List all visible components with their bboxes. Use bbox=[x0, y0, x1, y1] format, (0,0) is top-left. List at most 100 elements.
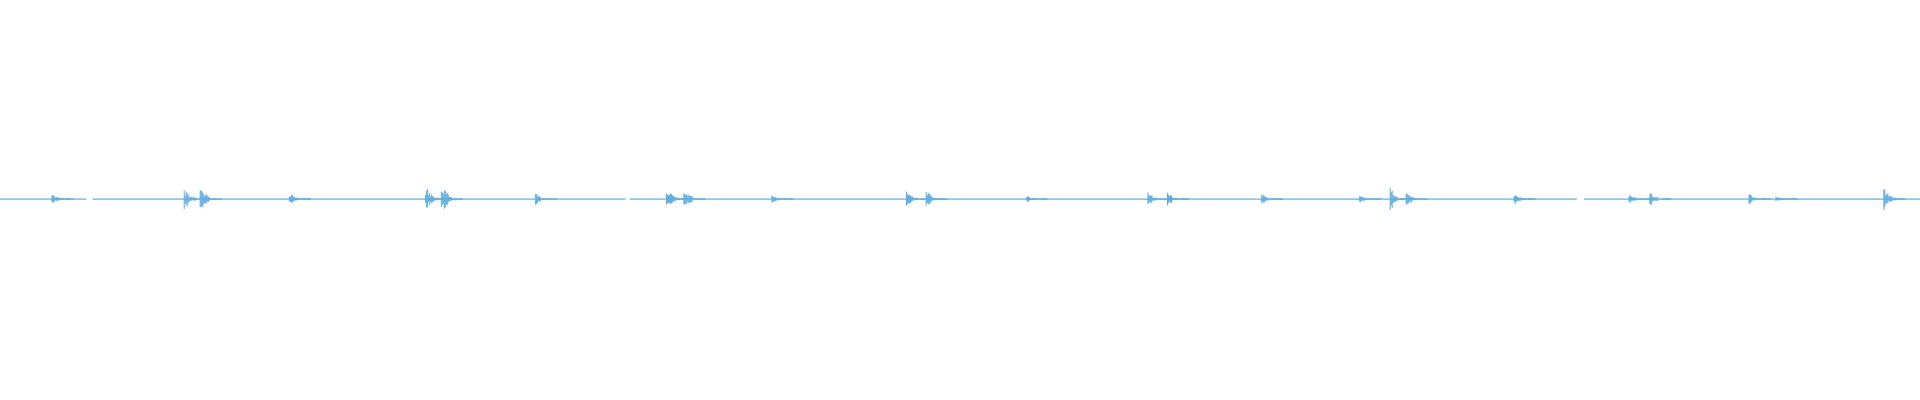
waveform-sample bbox=[697, 198, 699, 200]
waveform-sample bbox=[791, 198, 793, 200]
waveform-sample bbox=[1158, 198, 1160, 200]
waveform-burst bbox=[1748, 194, 1771, 204]
waveform-sample bbox=[1036, 198, 1038, 200]
waveform-sample bbox=[72, 198, 74, 200]
waveform-sample bbox=[925, 198, 927, 200]
waveform-sample bbox=[1787, 198, 1789, 200]
waveform-sample bbox=[187, 194, 189, 203]
waveform-sample bbox=[673, 196, 675, 202]
baseline-segment bbox=[886, 198, 1036, 200]
waveform-sample bbox=[1173, 198, 1175, 200]
waveform-sample bbox=[215, 198, 217, 200]
waveform-sample bbox=[1650, 193, 1652, 205]
waveform-sample bbox=[1426, 198, 1428, 200]
waveform-sample bbox=[220, 198, 222, 200]
waveform-sample bbox=[1151, 195, 1153, 203]
waveform-sample bbox=[59, 198, 61, 201]
waveform-sample bbox=[293, 197, 295, 201]
waveform-burst bbox=[1628, 194, 1651, 204]
waveform-sample bbox=[214, 198, 216, 200]
waveform-sample bbox=[549, 198, 551, 200]
baseline-segment bbox=[1660, 198, 1750, 200]
waveform-sample bbox=[1896, 198, 1898, 200]
waveform-sample bbox=[942, 198, 944, 200]
waveform-sample bbox=[63, 198, 65, 200]
waveform-sample bbox=[197, 198, 199, 200]
waveform-sample bbox=[1185, 198, 1187, 200]
waveform-sample bbox=[1662, 198, 1664, 200]
waveform-sample bbox=[1365, 198, 1367, 200]
waveform-sample bbox=[186, 193, 188, 207]
waveform-sample bbox=[1030, 198, 1032, 200]
waveform-sample bbox=[52, 195, 54, 203]
waveform-sample bbox=[918, 198, 920, 200]
waveform-sample bbox=[1371, 198, 1373, 200]
waveform-sample bbox=[928, 193, 930, 205]
waveform-sample bbox=[1277, 198, 1279, 200]
waveform-sample bbox=[185, 191, 187, 205]
waveform-sample bbox=[65, 198, 67, 200]
waveform-sample bbox=[923, 198, 925, 200]
waveform-sample bbox=[1166, 198, 1168, 200]
waveform-sample bbox=[1888, 196, 1890, 201]
waveform-sample bbox=[907, 193, 909, 205]
waveform-sample bbox=[1786, 198, 1788, 200]
waveform-sample bbox=[1631, 196, 1633, 201]
waveform-sample bbox=[437, 198, 439, 200]
waveform-sample bbox=[55, 197, 57, 201]
waveform-sample bbox=[551, 198, 553, 200]
waveform-sample bbox=[1411, 197, 1413, 201]
waveform-sample bbox=[452, 197, 454, 200]
waveform-sample bbox=[301, 198, 303, 200]
waveform-sample bbox=[289, 196, 291, 202]
waveform-sample bbox=[933, 197, 935, 201]
waveform-sample bbox=[1389, 187, 1391, 211]
waveform-sample bbox=[548, 198, 550, 200]
waveform-sample bbox=[448, 197, 450, 201]
waveform-sample bbox=[307, 198, 309, 200]
waveform-sample bbox=[1753, 197, 1755, 201]
baseline-segment bbox=[1040, 198, 1209, 200]
waveform-sample bbox=[449, 196, 451, 202]
waveform-sample bbox=[1360, 196, 1362, 203]
waveform-sample bbox=[1520, 197, 1522, 201]
waveform-sample bbox=[544, 198, 546, 200]
waveform-sample bbox=[1393, 196, 1395, 202]
waveform-sample bbox=[930, 195, 932, 202]
waveform-sample bbox=[434, 198, 436, 201]
waveform-burst bbox=[683, 193, 706, 205]
waveform-sample bbox=[1165, 198, 1167, 200]
waveform-sample bbox=[1522, 198, 1524, 200]
waveform-sample bbox=[1174, 197, 1176, 201]
waveform-sample bbox=[1175, 198, 1177, 201]
waveform-sample bbox=[68, 198, 70, 200]
waveform-sample bbox=[668, 195, 670, 204]
waveform-sample bbox=[206, 195, 208, 202]
waveform-sample bbox=[946, 198, 948, 200]
waveform-sample bbox=[191, 197, 193, 201]
waveform-sample bbox=[67, 198, 69, 200]
waveform-sample bbox=[305, 198, 307, 200]
waveform-sample bbox=[1640, 198, 1642, 200]
waveform-sample bbox=[1182, 198, 1184, 200]
waveform-sample bbox=[58, 197, 60, 201]
waveform-sample bbox=[929, 194, 931, 204]
waveform-sample bbox=[1392, 195, 1394, 204]
waveform-sample bbox=[1639, 198, 1641, 200]
waveform-sample bbox=[1781, 198, 1783, 200]
waveform-sample bbox=[677, 197, 679, 200]
waveform-sample bbox=[1893, 197, 1895, 201]
waveform-sample bbox=[1904, 198, 1906, 200]
waveform-sample bbox=[51, 195, 53, 203]
waveform-sample bbox=[428, 192, 430, 206]
waveform-sample bbox=[198, 198, 200, 200]
waveform-sample bbox=[906, 191, 908, 206]
waveform-sample bbox=[1514, 195, 1516, 205]
waveform-sample bbox=[774, 197, 776, 202]
waveform-sample bbox=[298, 198, 300, 200]
waveform-sample bbox=[924, 198, 926, 200]
waveform-sample bbox=[1764, 198, 1766, 200]
waveform-sample bbox=[789, 198, 791, 200]
waveform-sample bbox=[1423, 198, 1425, 200]
waveform-sample bbox=[439, 198, 441, 200]
